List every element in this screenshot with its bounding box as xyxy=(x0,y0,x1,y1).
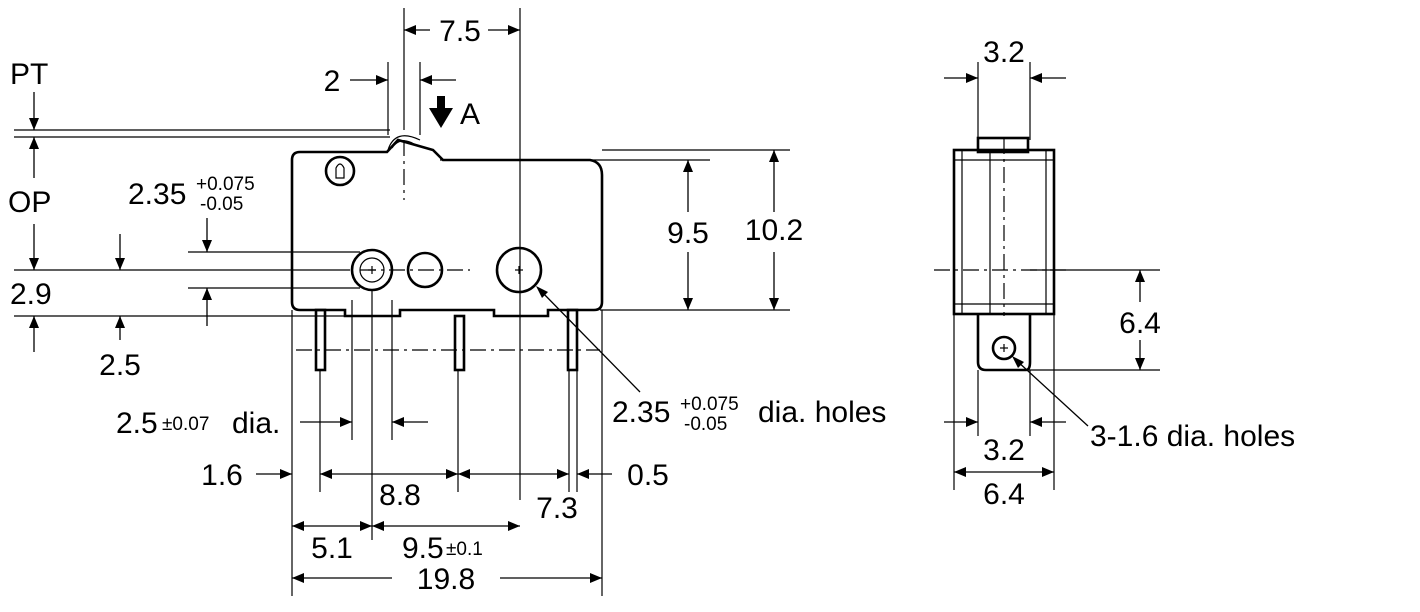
hole-left-dim: 5.1 xyxy=(311,532,353,565)
body-width-dim: 6.4 xyxy=(983,478,1025,511)
terminal-pitch-dim: 8.8 xyxy=(379,479,421,512)
pt-label: PT xyxy=(10,58,48,91)
switch-body-outline xyxy=(290,138,604,318)
terminal-left-dim: 1.6 xyxy=(201,459,243,492)
svg-text:dia.: dia. xyxy=(232,407,280,440)
terminal-center xyxy=(453,314,466,372)
hole-offset-dim: 2.35 xyxy=(128,178,186,211)
end-view-dimensions: 3.2 6.4 3-1.6 dia. holes 3.2 6.4 xyxy=(944,36,1295,511)
lever-roller xyxy=(387,135,421,151)
side-view-dimensions: 7.5 2 A PT OP 2.9 2.5 xyxy=(8,8,886,596)
top-hole-to-top-dim: 9.5 xyxy=(667,217,709,250)
hole-pitch-dim: 9.5 xyxy=(402,532,444,565)
end-view xyxy=(934,136,1070,372)
overall-height-dim: 10.2 xyxy=(745,214,803,247)
terminal-right xyxy=(566,308,579,372)
actuator-width-dim: 3.2 xyxy=(983,36,1025,69)
svg-text:+0.075: +0.075 xyxy=(680,394,739,415)
svg-text:-0.05: -0.05 xyxy=(684,414,727,435)
pin-dia-dim: 2.5 xyxy=(116,407,158,440)
mounting-hole-dim: 2.35 xyxy=(612,396,670,429)
mounting-hole-right xyxy=(495,246,543,294)
force-direction-label: A xyxy=(460,98,480,131)
end-view-terminal-hole xyxy=(991,335,1017,361)
terminal-hole-label: 3-1.6 dia. holes xyxy=(1090,420,1295,453)
svg-text:±0.1: ±0.1 xyxy=(446,539,483,560)
svg-text:+0.075: +0.075 xyxy=(196,174,255,195)
terminal-height-dim: 6.4 xyxy=(1119,307,1161,340)
terminal-left xyxy=(314,308,327,372)
lever-width-dim: 2 xyxy=(324,65,341,98)
overall-length-dim: 19.8 xyxy=(417,563,475,596)
terminal-width-end-dim: 3.2 xyxy=(983,434,1025,467)
end-view-terminal xyxy=(976,314,1032,372)
svg-text:±0.07: ±0.07 xyxy=(162,414,209,435)
terminal-right-dim: 7.3 xyxy=(536,492,578,525)
end-view-actuator xyxy=(976,136,1030,154)
op-label: OP xyxy=(8,186,51,219)
op-dim: 2.9 xyxy=(10,278,52,311)
indicator-symbol xyxy=(324,155,356,187)
side-view xyxy=(14,129,604,372)
actuator-to-hole-dim: 7.5 xyxy=(439,15,481,48)
op-offset-dim: 2.5 xyxy=(99,349,141,382)
terminal-width-dim: 0.5 xyxy=(627,459,669,492)
svg-text:-0.05: -0.05 xyxy=(200,194,243,215)
svg-text:dia. holes: dia. holes xyxy=(758,396,886,429)
